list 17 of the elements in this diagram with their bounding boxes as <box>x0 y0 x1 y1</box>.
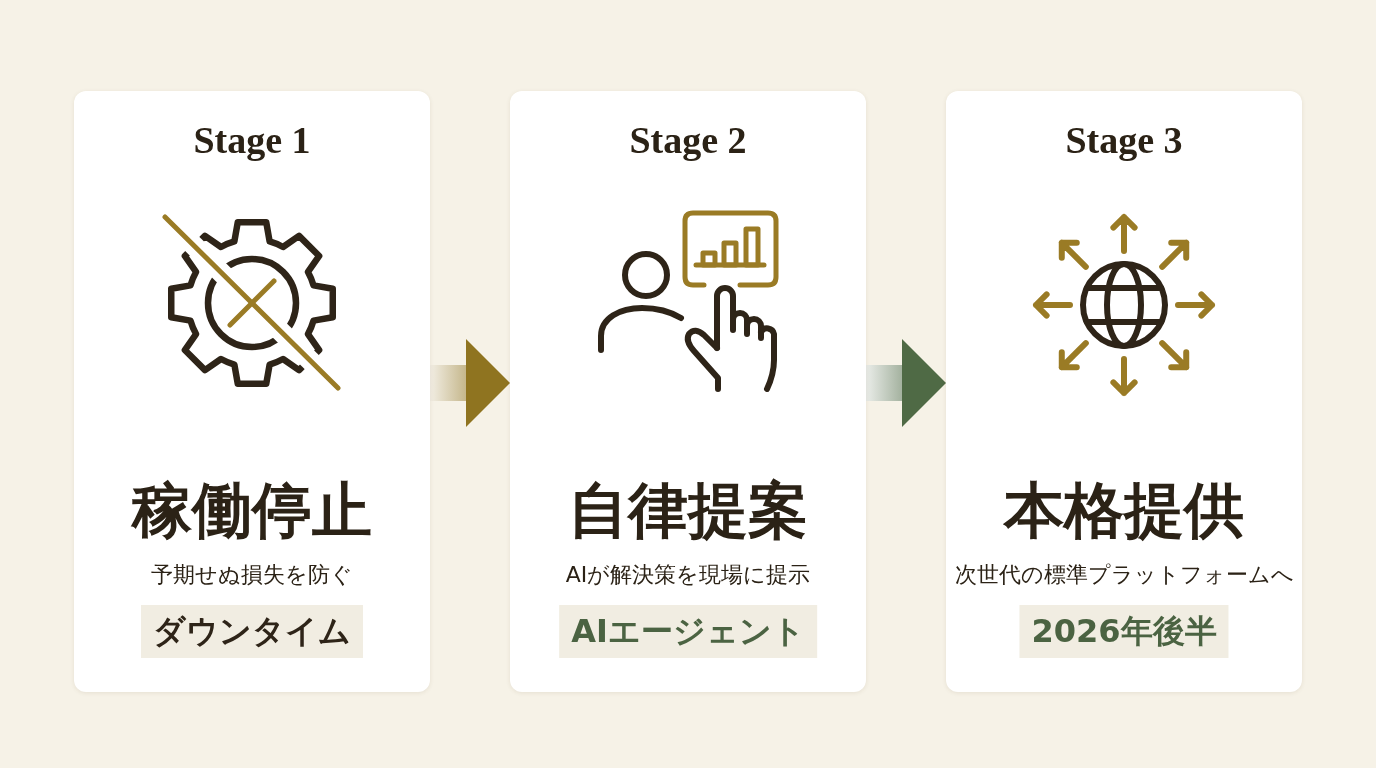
arrow <box>866 339 946 427</box>
stage-subtitle: 予期せぬ損失を防ぐ <box>151 561 353 589</box>
stage-title: 本格提供 <box>1004 474 1244 546</box>
stage-heading: Stage 1 <box>193 118 311 163</box>
stage-card <box>510 91 866 692</box>
stage-subtitle: 次世代の標準プラットフォームへ <box>954 561 1294 589</box>
tag: ダウンタイム <box>141 605 363 658</box>
stage-title: 稼働停止 <box>132 474 372 546</box>
arrow <box>430 339 510 427</box>
stage-heading: Stage 2 <box>629 118 747 163</box>
stage-title: 自律提案 <box>568 474 808 546</box>
tag: 2026年後半 <box>1019 605 1229 658</box>
stage-subtitle: AIが解決策を現場に提示 <box>565 561 811 589</box>
stage-heading: Stage 3 <box>1065 118 1183 163</box>
stage-card <box>74 91 430 692</box>
tag: AIエージェント <box>559 605 817 658</box>
stage-card <box>946 91 1302 692</box>
